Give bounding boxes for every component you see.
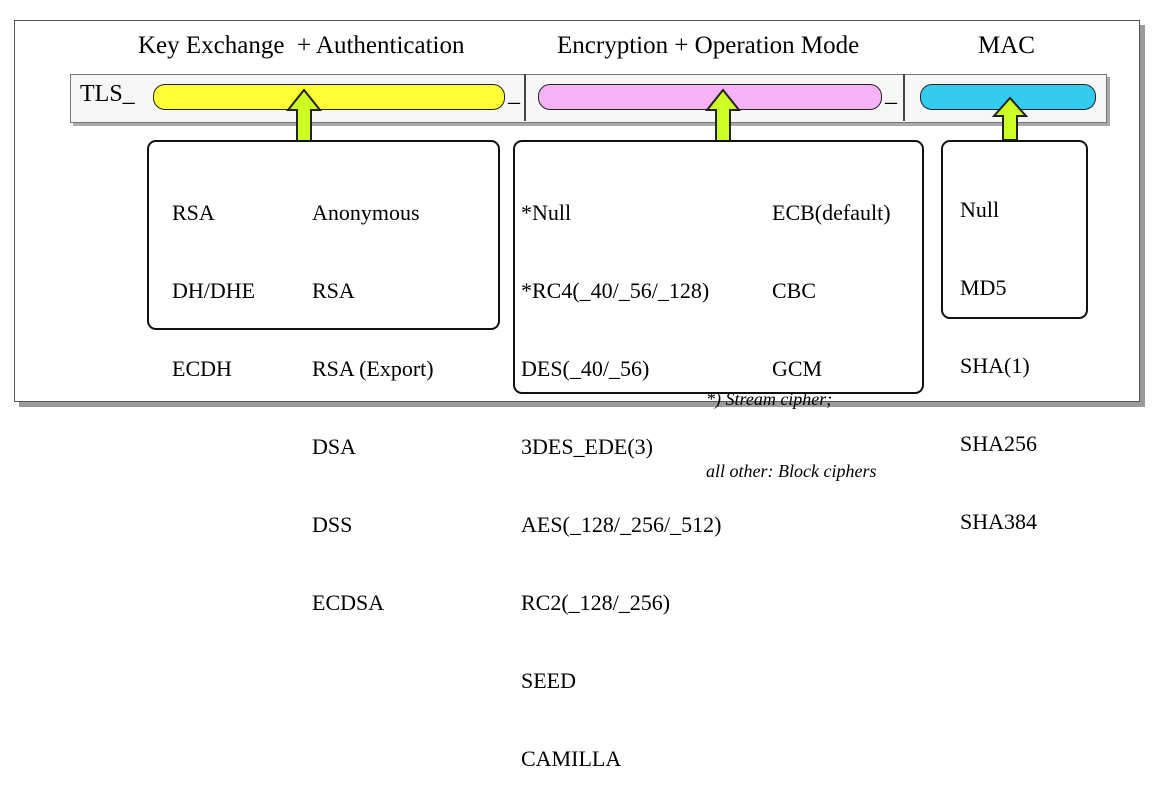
list-item: ECDH: [172, 356, 232, 381]
cipher-list: *Null *RC4(_40/_56/_128) DES(_40/_56) 3D…: [521, 148, 721, 798]
up-arrow-icon: [285, 88, 323, 143]
authentication-list: Anonymous RSA RSA (Export) DSA DSS ECDSA: [312, 148, 434, 642]
list-item: SEED: [521, 668, 576, 693]
list-item: *Null: [521, 200, 572, 225]
mac-list: Null MD5 SHA(1) SHA256 SHA384: [960, 145, 1037, 561]
list-item: MD5: [960, 275, 1007, 300]
header-key-exchange: Key Exchange + Authentication: [138, 32, 465, 59]
list-item: DSS: [312, 512, 353, 537]
key-exchange-list: RSA DH/DHE ECDH: [172, 148, 255, 408]
list-item: RSA: [312, 278, 355, 303]
header-mac: MAC: [978, 32, 1035, 59]
list-item: CBC: [772, 278, 817, 303]
list-item: RSA: [172, 200, 215, 225]
list-item: AES(_128/_256/_512): [521, 512, 722, 537]
bar-divider: [524, 74, 526, 121]
mode-list: ECB(default) CBC GCM: [772, 148, 891, 408]
header-encryption: Encryption + Operation Mode: [557, 32, 860, 59]
list-item: 3DES_EDE(3): [521, 434, 653, 459]
list-item: GCM: [772, 356, 823, 381]
key-exchange-box: [147, 140, 500, 330]
key-exchange-slot: [153, 84, 505, 110]
bar-separator: _: [885, 81, 897, 107]
note-line: *) Stream cipher;: [706, 389, 833, 409]
list-item: RSA (Export): [312, 356, 434, 381]
tls-prefix: TLS_: [80, 81, 135, 107]
list-item: RC2(_128/_256): [521, 590, 671, 615]
list-item: SHA256: [960, 431, 1038, 456]
list-item: Null: [960, 197, 1000, 222]
note-line: all other: Block ciphers: [706, 461, 877, 481]
list-item: *RC4(_40/_56/_128): [521, 278, 710, 303]
list-item: DES(_40/_56): [521, 356, 650, 381]
list-item: Anonymous: [312, 200, 420, 225]
bar-divider: [903, 74, 905, 121]
cipher-note: *) Stream cipher; all other: Block ciphe…: [706, 339, 876, 507]
bar-separator: _: [508, 81, 520, 107]
up-arrow-icon: [704, 88, 742, 143]
list-item: SHA384: [960, 509, 1038, 534]
list-item: ECB(default): [772, 200, 891, 225]
list-item: DSA: [312, 434, 357, 459]
encryption-box: [513, 140, 924, 394]
list-item: CAMILLA: [521, 746, 622, 771]
list-item: DH/DHE: [172, 278, 256, 303]
mac-box: [941, 140, 1088, 319]
list-item: SHA(1): [960, 353, 1030, 378]
list-item: ECDSA: [312, 590, 385, 615]
up-arrow-icon: [991, 96, 1029, 141]
